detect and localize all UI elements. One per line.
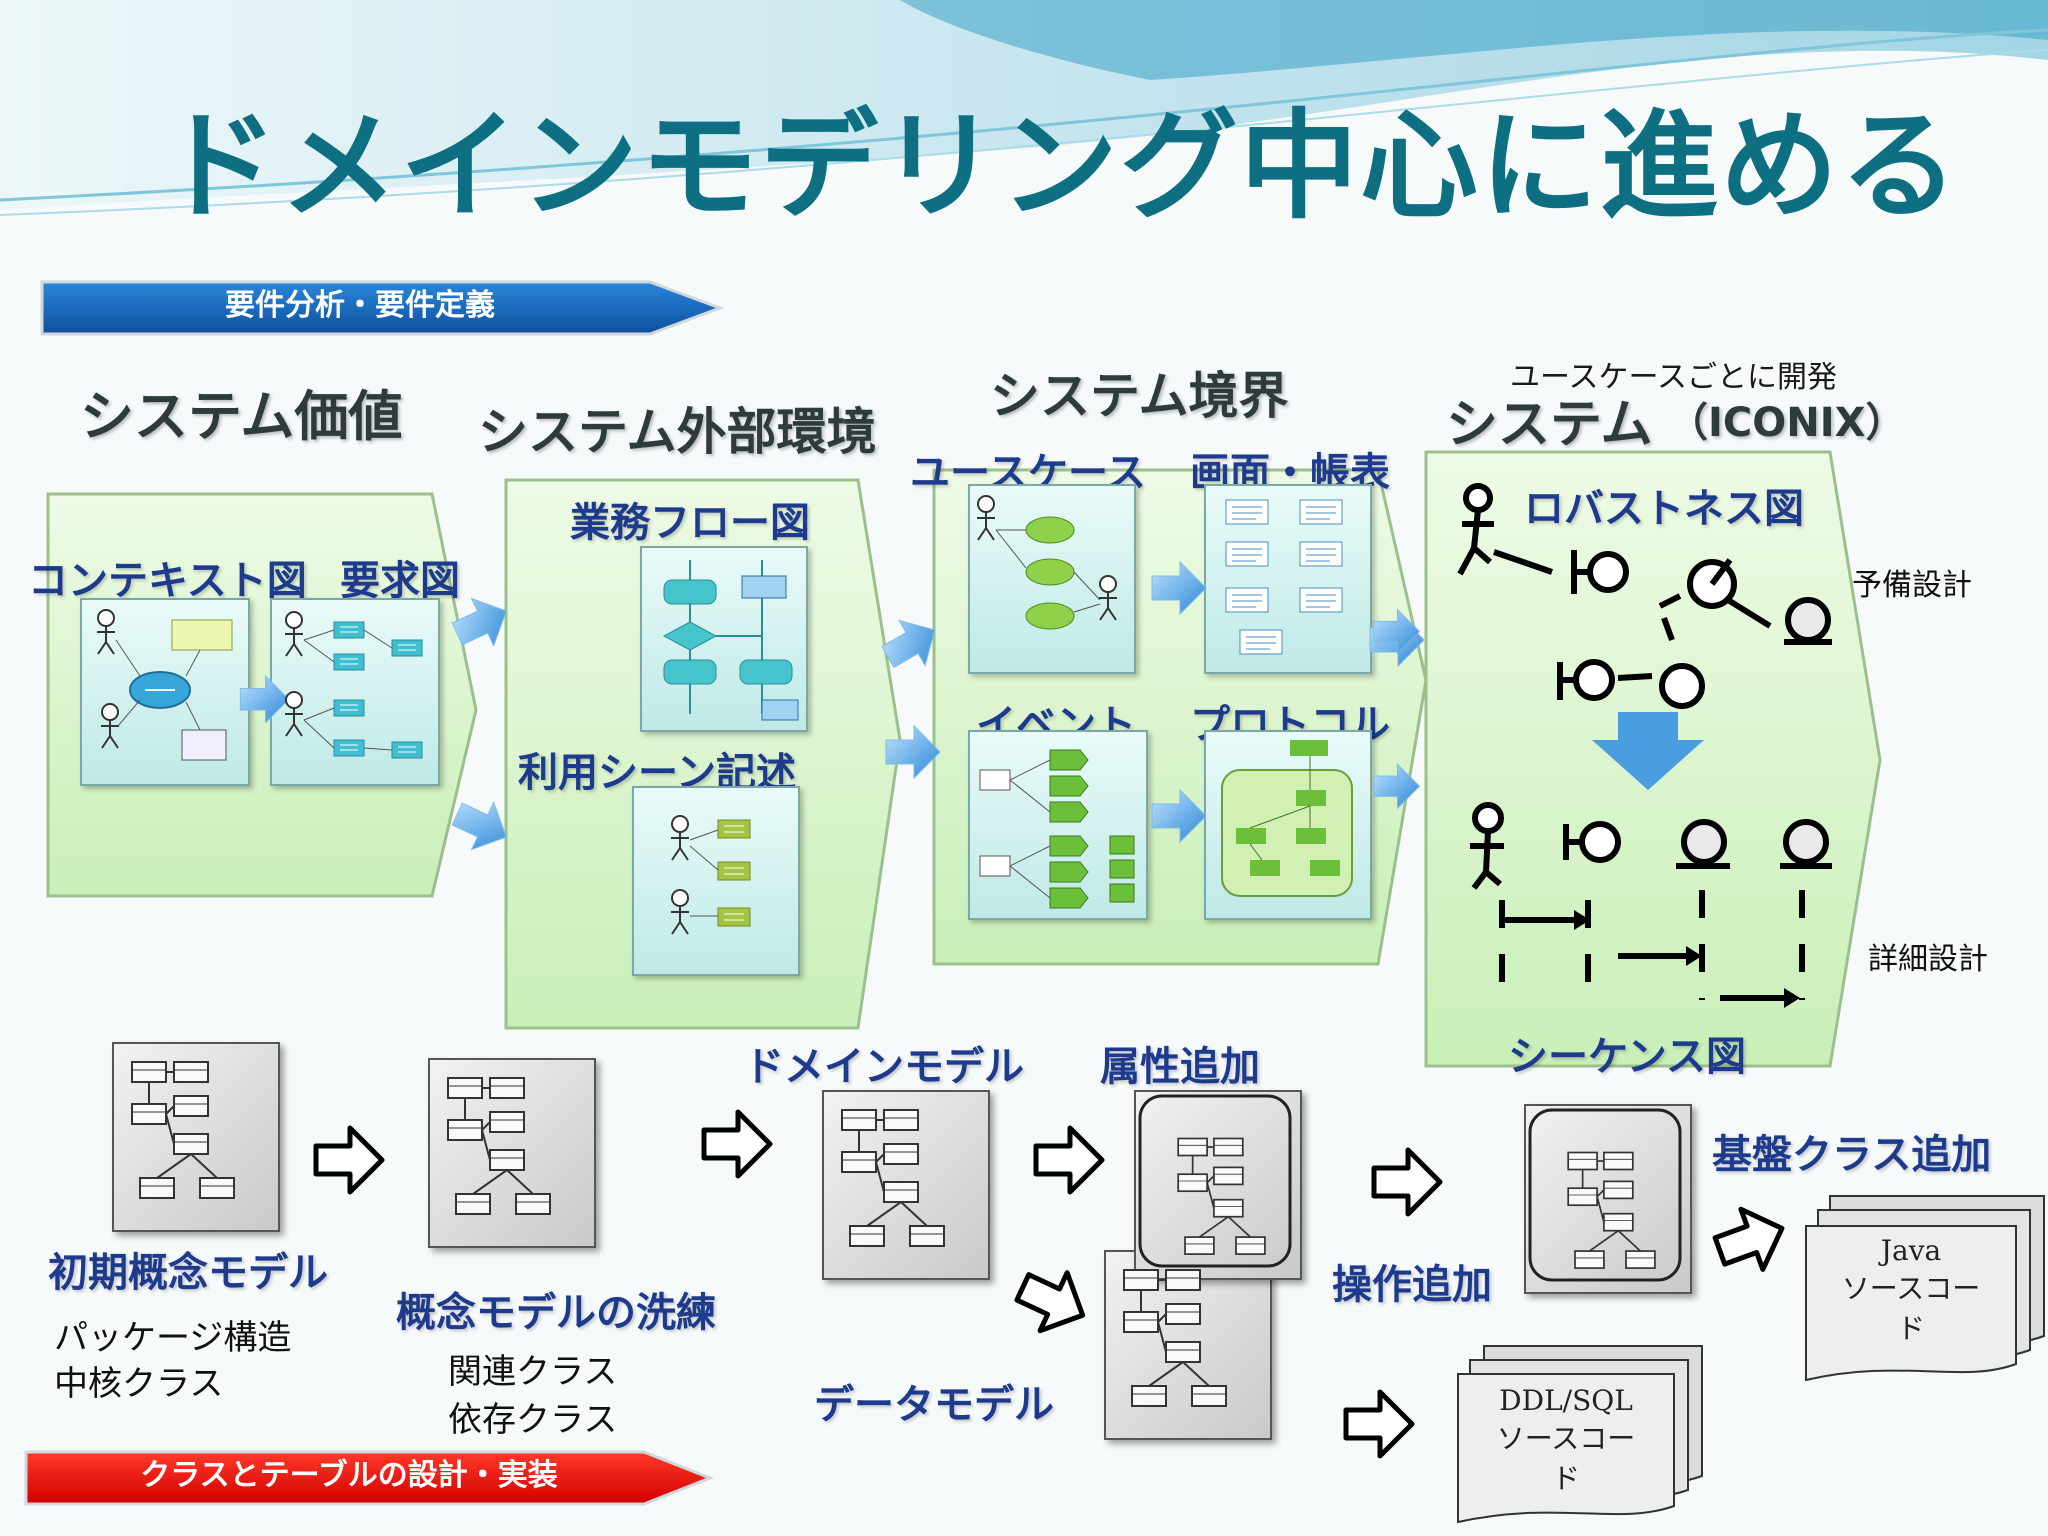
sql-doc-line2: ソースコー xyxy=(1496,1422,1636,1455)
usage-scene-thumbnail xyxy=(632,786,800,976)
initial-concept-model-box xyxy=(112,1042,280,1232)
domain-model-label: ドメインモデル xyxy=(744,1044,1024,1090)
page-title: ドメインモデリング中心に進める xyxy=(160,97,1961,235)
java-doc-line2: ソースコー xyxy=(1841,1272,1981,1305)
requirements-phase-banner: 要件分析・要件定義 xyxy=(40,278,740,336)
requirement-diagram-label: 要求図 xyxy=(340,558,460,604)
operation-model-box xyxy=(1524,1104,1692,1294)
java-source-doc-text: Java ソースコー ド xyxy=(1806,1234,2016,1347)
initial-note-core: 中核クラス xyxy=(54,1364,224,1404)
initial-concept-model-label: 初期概念モデル xyxy=(48,1250,328,1296)
attribute-add-label: 属性追加 xyxy=(1100,1044,1260,1090)
protocol-thumbnail xyxy=(1204,730,1372,920)
refine-note-dependency: 依存クラス xyxy=(448,1400,618,1440)
per-usecase-note: ユースケースごとに開発 xyxy=(1510,360,1837,395)
java-doc-line3: ド xyxy=(1896,1312,1925,1345)
business-flow-label: 業務フロー図 xyxy=(570,500,810,546)
header-wave-decoration xyxy=(0,0,2048,216)
attribute-model-box xyxy=(1134,1090,1302,1280)
system-panel xyxy=(1424,450,1882,1068)
usecase-thumbnail xyxy=(968,484,1136,674)
sql-source-doc-text: DDL/SQL ソースコー ド xyxy=(1458,1384,1674,1497)
initial-note-package: パッケージ構造 xyxy=(54,1318,292,1358)
business-flow-thumbnail xyxy=(640,546,808,732)
java-doc-line1: Java xyxy=(1880,1234,1942,1267)
sequence-diagram-label: シーケンス図 xyxy=(1508,1034,1746,1080)
system-external-header: システム外部環境 xyxy=(478,403,877,461)
context-diagram-thumbnail xyxy=(80,598,250,786)
design-phase-banner: クラスとテーブルの設計・実装 xyxy=(24,1448,724,1506)
design-phase-label: クラスとテーブルの設計・実装 xyxy=(140,1458,558,1493)
event-thumbnail xyxy=(968,730,1148,920)
sql-doc-line3: ド xyxy=(1551,1462,1580,1495)
sql-doc-line1: DDL/SQL xyxy=(1499,1384,1633,1417)
screen-report-thumbnail xyxy=(1204,484,1372,674)
requirements-phase-label: 要件分析・要件定義 xyxy=(225,288,495,323)
requirement-diagram-thumbnail xyxy=(270,598,440,786)
data-model-label: データモデル xyxy=(814,1382,1054,1428)
context-diagram-label: コンテキスト図 xyxy=(28,558,307,604)
system-value-header: システム価値 xyxy=(80,385,403,448)
system-boundary-header: システム境界 xyxy=(990,367,1289,425)
operation-add-label: 操作追加 xyxy=(1332,1262,1492,1308)
preliminary-design-label: 予備設計 xyxy=(1852,568,1972,603)
refine-note-association: 関連クラス xyxy=(448,1352,618,1392)
refined-concept-model-label: 概念モデルの洗練 xyxy=(396,1290,716,1336)
detailed-design-label: 詳細設計 xyxy=(1868,942,1988,977)
system-header: システム xyxy=(1446,395,1653,455)
refined-concept-model-box xyxy=(428,1058,596,1248)
iconix-label: （ICONIX） xyxy=(1668,400,1906,446)
robustness-diagram-label: ロバストネス図 xyxy=(1524,486,1804,532)
base-class-add-label: 基盤クラス追加 xyxy=(1712,1132,1992,1178)
domain-model-box xyxy=(822,1090,990,1280)
